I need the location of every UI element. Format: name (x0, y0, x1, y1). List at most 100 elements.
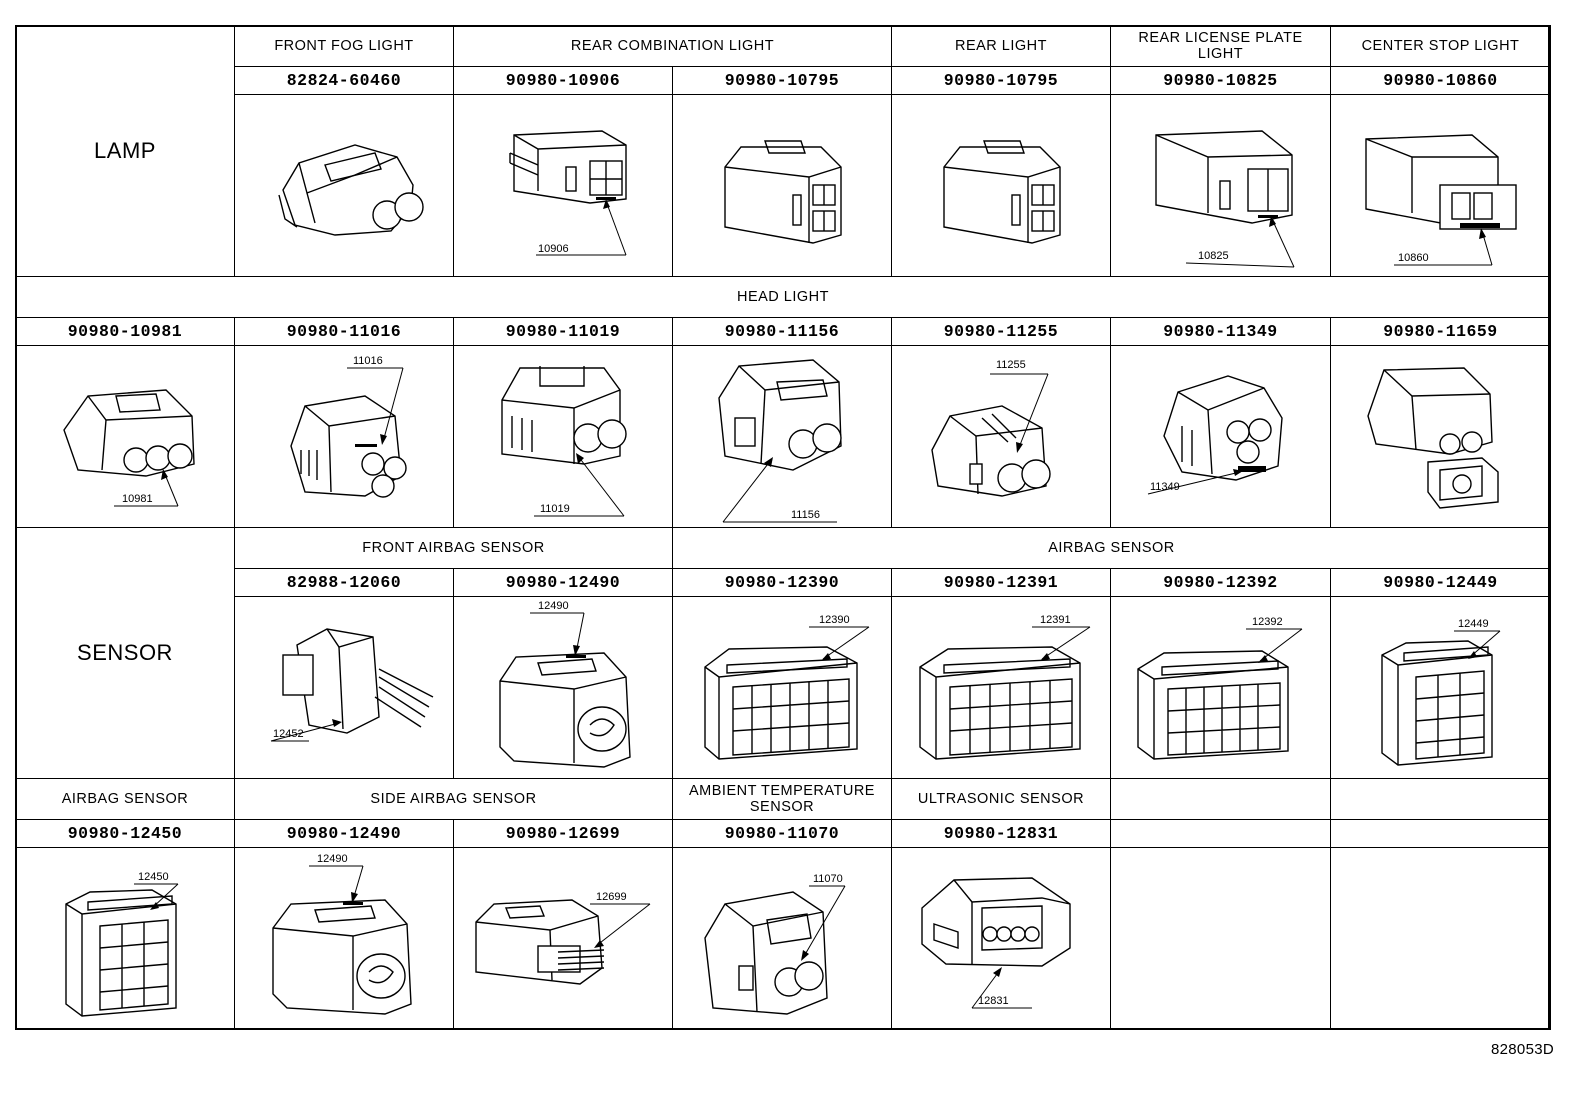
part-number: 90980-12450 (15, 819, 235, 848)
part-number: 90980-12490 (453, 568, 673, 597)
wired-connector-icon (282, 628, 434, 734)
connector-illustration: 11019 (453, 345, 673, 528)
part-number: 90980-10795 (891, 66, 1111, 95)
connector-illustration: 12390 (672, 596, 892, 779)
round-2-pin-connector-icon (931, 405, 1051, 497)
connector-illustration (1330, 345, 1551, 528)
multi-pin-connector-icon (921, 877, 1071, 967)
connector-illustration: 11255 (891, 345, 1111, 528)
connector-illustration: 12831 (891, 847, 1111, 1030)
connector-illustration: 10906 (453, 94, 673, 277)
connector-illustration: 10981 (15, 345, 235, 528)
callout-label: 11156 (791, 509, 820, 521)
rect-2-pin-connector-icon (509, 130, 627, 204)
group-head-light: HEAD LIGHT (15, 276, 1551, 318)
part-number: 90980-12391 (891, 568, 1111, 597)
round-2-pin-connector-icon (501, 366, 627, 465)
connector-illustration: 12391 (891, 596, 1111, 779)
callout-label: 12831 (978, 995, 1009, 1007)
connector-illustration: 12490 (234, 847, 454, 1030)
empty-cell (1330, 847, 1551, 1030)
callout-label: 12450 (138, 871, 169, 883)
callout-label: 12452 (273, 728, 304, 740)
square-4-cavity-connector-icon (943, 140, 1061, 244)
part-number: 90980-12392 (1110, 568, 1331, 597)
category-sensor: SENSOR (15, 527, 235, 779)
callout-label: 10860 (1398, 252, 1429, 264)
connector-illustration: 12450 (15, 847, 235, 1030)
callout-label: 11070 (813, 873, 843, 885)
part-number: 90980-10795 (672, 66, 892, 95)
connector-illustration: 10860 (1330, 94, 1551, 277)
callout-label: 11255 (996, 359, 1026, 371)
round-3-pin-connector-icon (290, 395, 407, 498)
group-ultrasonic-sensor: ULTRASONIC SENSOR (891, 778, 1111, 820)
connector-illustration: 12699 (453, 847, 673, 1030)
callout-label: 11019 (540, 503, 570, 515)
callout-label: 10906 (538, 243, 569, 255)
connector-illustration (234, 94, 454, 277)
part-number: 90980-10981 (15, 317, 235, 346)
multi-pin-connector-icon (1136, 650, 1289, 760)
part-number: 90980-12490 (234, 819, 454, 848)
round-3-pin-connector-icon (63, 389, 195, 477)
multi-pin-connector-icon (704, 646, 858, 760)
square-4-cavity-connector-icon (724, 140, 842, 244)
connector-illustration: 11156 (672, 345, 892, 528)
airbag-connector-icon (272, 899, 412, 1015)
group-rear-license-plate-light: REAR LICENSE PLATE LIGHT (1110, 25, 1331, 67)
connector-illustration: 12392 (1110, 596, 1331, 779)
rect-2-pin-connector-icon (1154, 130, 1293, 224)
part-number: 90980-11659 (1330, 317, 1551, 346)
group-rear-combination-light: REAR COMBINATION LIGHT (453, 25, 892, 67)
connector-illustration (891, 94, 1111, 277)
group-ambient-temperature-sensor: AMBIENT TEMPERATURE SENSOR (672, 778, 892, 820)
callout-label: 11016 (353, 355, 383, 367)
connector-illustration: 12490 (453, 596, 673, 779)
callout-label: 12392 (1252, 616, 1283, 628)
group-front-fog-light: FRONT FOG LIGHT (234, 25, 454, 67)
empty-cell (1330, 778, 1551, 820)
part-number: 90980-11156 (672, 317, 892, 346)
multi-pin-connector-icon (65, 889, 177, 1017)
flat-wired-connector-icon (475, 899, 605, 985)
connector-illustration: 12452 (234, 596, 454, 779)
callout-label: 11349 (1150, 481, 1180, 493)
multi-pin-connector-icon (1380, 640, 1493, 766)
part-number: 90980-12699 (453, 819, 673, 848)
callout-label: 12390 (819, 614, 850, 626)
connector-illustration: 11070 (672, 847, 892, 1030)
group-airbag-sensor: AIRBAG SENSOR (15, 778, 235, 820)
round-2-pin-connector-icon (278, 144, 424, 236)
connector-illustration (672, 94, 892, 277)
callout-label: 12449 (1458, 618, 1489, 630)
part-number: 90980-11255 (891, 317, 1111, 346)
connector-table: LAMP FRONT FOG LIGHT REAR COMBINATION LI… (15, 25, 1551, 1030)
callout-label: 10825 (1198, 250, 1229, 262)
part-number: 90980-10906 (453, 66, 673, 95)
part-number: 82988-12060 (234, 568, 454, 597)
callout-label: 12490 (317, 853, 348, 865)
empty-cell (1330, 819, 1551, 848)
round-3-pin-connector-icon (1162, 375, 1283, 481)
round-2-pin-connector-icon (704, 891, 828, 1015)
empty-cell (1110, 778, 1331, 820)
category-lamp: LAMP (15, 25, 235, 277)
rect-2-pin-connector-icon (1364, 134, 1517, 230)
part-number: 90980-11016 (234, 317, 454, 346)
part-number: 82824-60460 (234, 66, 454, 95)
group-front-airbag-sensor: FRONT AIRBAG SENSOR (234, 527, 673, 569)
connector-illustration: 10825 (1110, 94, 1331, 277)
empty-cell (1110, 847, 1331, 1030)
group-center-stop-light: CENTER STOP LIGHT (1330, 25, 1551, 67)
round-2-pin-connector-icon (718, 359, 842, 471)
empty-cell (1110, 819, 1331, 848)
part-number: 90980-11349 (1110, 317, 1331, 346)
multi-pin-connector-icon (919, 646, 1081, 760)
part-number: 90980-11019 (453, 317, 673, 346)
part-number: 90980-12390 (672, 568, 892, 597)
part-number: 90980-11070 (672, 819, 892, 848)
callout-label: 12699 (596, 891, 627, 903)
group-side-airbag-sensor: SIDE AIRBAG SENSOR (234, 778, 673, 820)
callout-label: 10981 (122, 493, 153, 505)
